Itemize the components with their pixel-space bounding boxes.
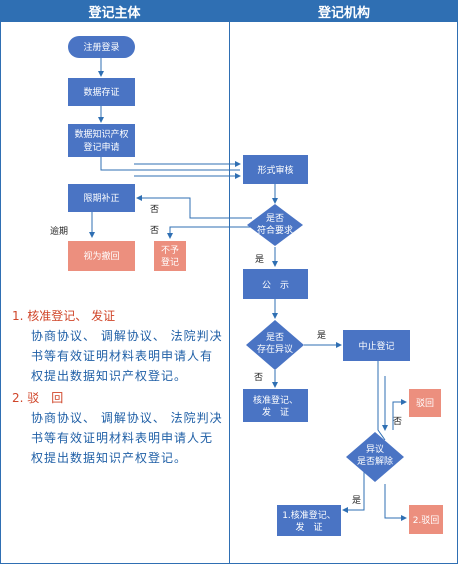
node-withdraw — [68, 241, 135, 271]
header-right: 登记机构 — [230, 0, 458, 22]
node-register — [68, 36, 135, 58]
note-heading-2: 2. 驳 回 — [12, 391, 64, 405]
node-approve — [243, 389, 308, 422]
lane-divider — [229, 0, 230, 564]
decision-meet-text-2: 符合要求 — [257, 224, 293, 236]
edge-lifted-reject2 — [384, 484, 407, 521]
node-deposit — [68, 78, 135, 106]
node-approve-text-1: 核准登记、 — [253, 394, 298, 406]
label-yes-2: 是 — [317, 330, 326, 341]
node-suspend — [343, 330, 410, 361]
edge-meet-supplement — [136, 195, 252, 219]
node-deposit-text: 数据存证 — [83, 86, 119, 98]
node-reject2 — [409, 505, 443, 534]
node-withdraw-text: 视为撤回 — [83, 250, 119, 262]
node-publicity-text: 公 示 — [262, 280, 289, 291]
decision-objection-text-1: 是否 — [266, 332, 284, 343]
node-approve2-text-2: 发 证 — [295, 521, 322, 533]
label-no-right: 否 — [150, 204, 159, 215]
node-suspend-text: 中止登记 — [358, 340, 394, 352]
node-formal-review-text: 形式审核 — [257, 164, 293, 176]
edge-apply-review-2 — [100, 157, 240, 171]
header-left: 登记主体 — [0, 0, 229, 22]
label-overdue: 逾期 — [50, 225, 68, 237]
note-heading-1: 1. 核准登记、 发证 — [12, 309, 116, 323]
node-apply-text-2: 登记申请 — [83, 141, 119, 153]
label-no-3: 否 — [393, 416, 402, 427]
node-publicity — [243, 269, 308, 299]
decision-objection — [246, 320, 304, 370]
node-apply-text-1: 数据知识产权 — [74, 128, 128, 140]
edge-suspend-lifted — [377, 361, 386, 441]
decision-lifted-text-1: 异议 — [366, 444, 384, 455]
node-apply — [68, 124, 135, 157]
decision-objection-text-2: 存在异议 — [257, 343, 293, 355]
label-no-left: 否 — [150, 225, 159, 236]
node-approve2 — [277, 505, 341, 536]
decision-lifted — [346, 432, 404, 482]
node-formal-review — [243, 155, 308, 184]
node-reject-small-text: 驳回 — [416, 398, 434, 409]
node-reject2-text: 2.驳回 — [413, 515, 440, 526]
edge-meet-reject — [167, 226, 252, 239]
node-supplement — [68, 184, 135, 212]
node-reject — [154, 241, 186, 271]
node-supplement-text: 限期补正 — [83, 192, 119, 204]
node-approve2-text-1: 1.核准登记、 — [282, 509, 336, 521]
decision-meet-text-1: 是否 — [266, 213, 284, 224]
label-yes-1: 是 — [255, 254, 264, 265]
label-yes-3: 是 — [352, 495, 361, 506]
edge-lifted-reject — [392, 399, 407, 430]
node-reject-small — [409, 389, 441, 417]
node-register-text: 注册登录 — [83, 41, 119, 53]
node-approve-text-2: 发 证 — [262, 406, 289, 418]
decision-meet — [247, 204, 303, 246]
note-paragraph-1: 协商协议、 调解协议、 法院判决书等有效证明材料表明申请人有权提出数据知识产权登… — [31, 329, 223, 383]
edge-lifted-approve2 — [342, 470, 365, 513]
label-no-2: 否 — [254, 372, 263, 383]
decision-lifted-text-2: 是否解除 — [357, 455, 393, 467]
node-reject-text-2: 登记 — [161, 257, 179, 268]
note-paragraph-2: 协商协议、 调解协议、 法院判决书等有效证明材料表明申请人无权提出数据知识产权登… — [31, 411, 223, 465]
node-reject-text-1: 不予 — [161, 245, 179, 256]
notes-panel: 1. 核准登记、 发证 协商协议、 调解协议、 法院判决书等有效证明材料表明申请… — [12, 306, 224, 468]
